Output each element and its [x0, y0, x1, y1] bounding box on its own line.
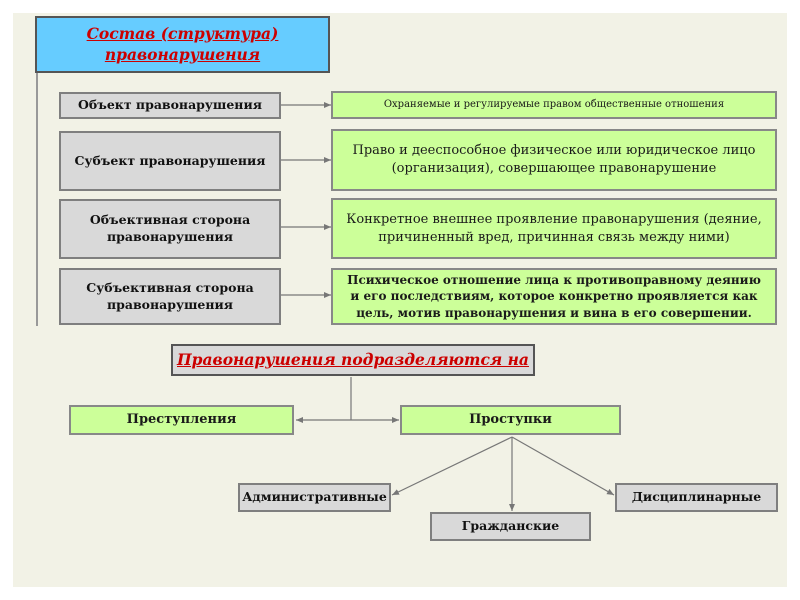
subtype-civil: Гражданские: [430, 512, 591, 541]
title-box: Состав (структура) правонарушения: [35, 16, 330, 73]
label-subject: Субъект правонарушения: [59, 131, 281, 191]
description-subjective-side-text: Психическое отношение лица к противоправ…: [347, 273, 761, 320]
label-subjective-side-text: Субъективная сторона правонарушения: [86, 279, 254, 312]
label-subject-text: Субъект правонарушения: [74, 152, 266, 168]
description-object: Охраняемые и регулируемые правом обществ…: [331, 91, 777, 119]
description-subject: Право и дееспособное физическое или юрид…: [331, 129, 777, 191]
description-subjective-side: Психическое отношение лица к противоправ…: [331, 268, 777, 325]
label-objective-side: Объективная сторона правонарушения: [59, 199, 281, 259]
arrow-disciplinary: [511, 436, 615, 496]
subtype-administrative-text: Административные: [242, 489, 387, 505]
type-crimes: Преступления: [69, 405, 294, 435]
subtype-civil-text: Гражданские: [461, 518, 560, 534]
subtype-disciplinary: Дисциплинарные: [615, 483, 778, 512]
description-object-text: Охраняемые и регулируемые правом обществ…: [383, 99, 725, 111]
type-misdemeanors: Проступки: [400, 405, 621, 435]
title-text: Состав (структура) правонарушения: [86, 23, 279, 64]
subtype-disciplinary-text: Дисциплинарные: [631, 489, 762, 505]
label-object: Объект правонарушения: [59, 92, 281, 119]
label-objective-side-text: Объективная сторона правонарушения: [89, 212, 251, 244]
divide-title-text: Правонарушения подразделяются на: [177, 349, 529, 369]
divide-title-box: Правонарушения подразделяются на: [171, 344, 535, 376]
type-crimes-text: Преступления: [126, 412, 237, 428]
description-objective-side: Конкретное внешнее проявление правонаруш…: [331, 198, 777, 259]
label-subjective-side: Субъективная сторона правонарушения: [59, 268, 281, 325]
description-subject-text: Право и дееспособное физическое или юрид…: [352, 143, 756, 176]
arrow-administrative: [391, 436, 513, 496]
label-object-text: Объект правонарушения: [78, 97, 262, 113]
type-misdemeanors-text: Проступки: [469, 412, 552, 428]
subtype-administrative: Административные: [238, 483, 391, 512]
description-objective-side-text: Конкретное внешнее проявление правонаруш…: [346, 211, 762, 245]
